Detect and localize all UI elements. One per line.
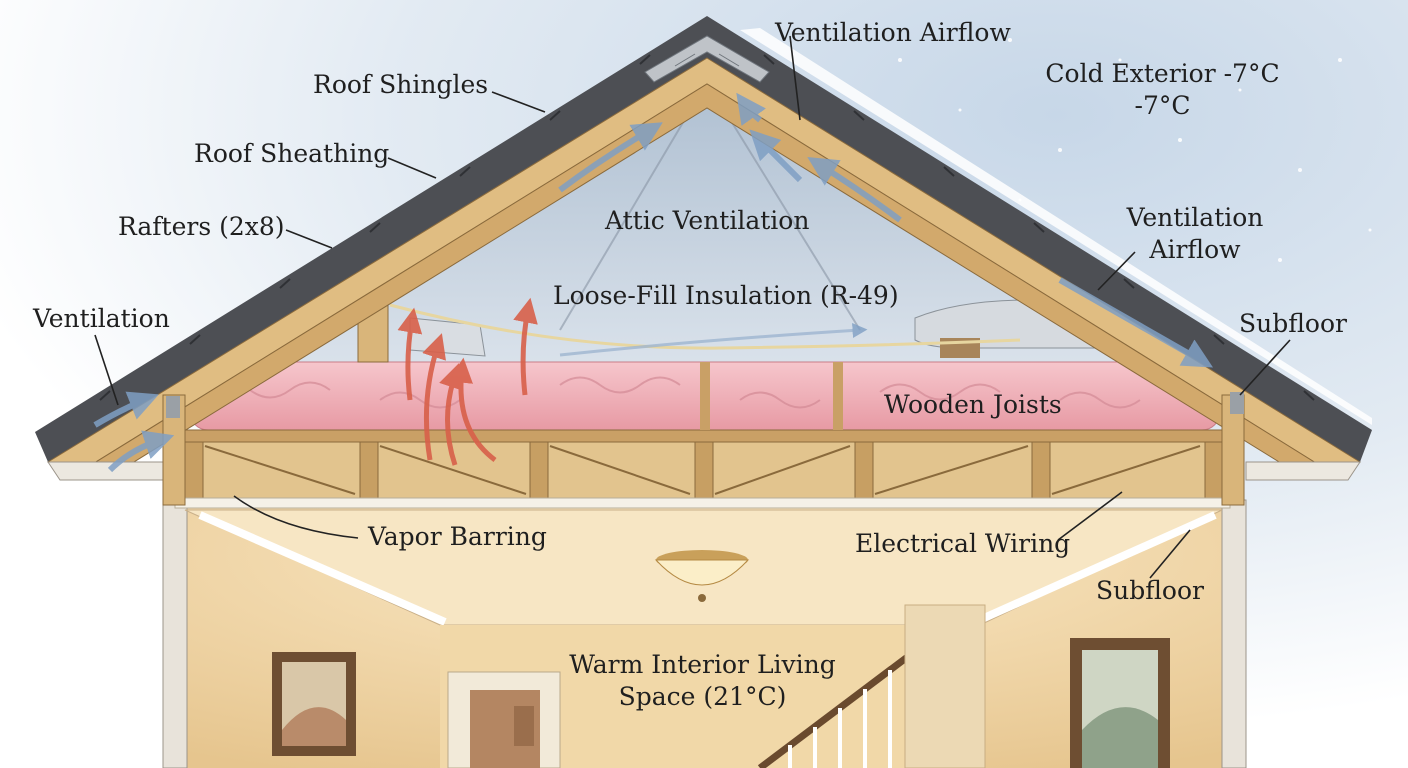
insulation-divider-1 (700, 362, 710, 430)
label-ventilation-airflow-right-line2: Airflow (1149, 235, 1241, 264)
label-ventilation-left: Ventilation (33, 304, 170, 333)
staircase-icon (757, 604, 986, 768)
left-soffit (47, 461, 164, 481)
ceiling-light-icon (654, 550, 750, 602)
wiring-in-attic (389, 303, 1021, 350)
label-cold-exterior-line1: Cold Exterior -7°C (1045, 59, 1280, 88)
label-ventilation-airflow-right-line1: Ventilation (1126, 203, 1264, 232)
right-vent-block (1230, 392, 1244, 414)
label-subfloor-lower: Subfloor (1096, 576, 1204, 605)
label-ventilation-airflow-right: Ventilation Airflow (1110, 202, 1280, 266)
snow-particles (898, 38, 1372, 262)
leader-lines (94, 35, 1291, 579)
vapor-barrier-strip (174, 497, 1231, 509)
label-rafters: Rafters (2x8) (118, 212, 285, 241)
right-soffit (1245, 461, 1361, 481)
label-electrical-wiring: Electrical Wiring (855, 529, 1071, 558)
roof-vent-icon (644, 35, 770, 83)
label-vapor-barring: Vapor Barring (368, 522, 547, 551)
insulation-divider-2 (833, 362, 843, 430)
heat-arrow-icon (397, 297, 538, 466)
picture-frame-icon (272, 652, 356, 756)
airflow-arrow-icon (93, 92, 1214, 473)
label-cold-exterior-line2: -7°C (1134, 91, 1191, 120)
right-exterior-wall (1221, 499, 1247, 768)
label-roof-sheathing: Roof Sheathing (194, 139, 390, 168)
label-roof-shingles: Roof Shingles (313, 70, 489, 99)
label-ventilation-airflow-top: Ventilation Airflow (775, 18, 1011, 47)
shingle-lines (99, 54, 1315, 401)
label-warm-interior: Warm Interior Living Space (21°C) (560, 649, 845, 713)
label-cold-exterior: Cold Exterior -7°C -7°C (1040, 58, 1285, 122)
crown-molding-left (198, 511, 447, 626)
label-attic-ventilation: Attic Ventilation (605, 206, 810, 235)
label-warm-interior-line1: Warm Interior Living (569, 650, 836, 679)
left-vent-block (166, 396, 180, 418)
label-loose-fill-insulation: Loose-Fill Insulation (R-49) (553, 281, 899, 310)
label-wooden-joists: Wooden Joists (884, 390, 1062, 419)
joist-bracing (204, 445, 1201, 495)
top-plate (174, 429, 1231, 443)
crown-molding-right (973, 511, 1217, 626)
snow-on-roof (740, 28, 1372, 425)
label-subfloor-right: Subfloor (1239, 309, 1347, 338)
picture-frame-right (1070, 638, 1170, 768)
left-exterior-wall (162, 499, 188, 768)
wooden-joists (184, 441, 1224, 499)
door-icon (447, 671, 561, 768)
label-warm-interior-line2: Space (21°C) (618, 682, 787, 711)
airflow-arrow-attic (559, 322, 868, 357)
